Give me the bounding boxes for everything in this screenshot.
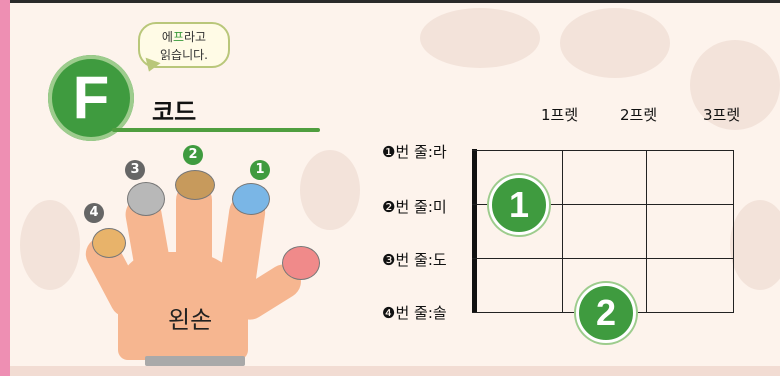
bubble-text-line2: 읽습니다. [160, 48, 208, 62]
dog-icon [175, 170, 215, 200]
chord-letter-badge: F [48, 55, 134, 141]
string-name-2: 번 줄:미 [395, 198, 447, 216]
bubble-text-highlight: 프 [172, 30, 184, 44]
pronunciation-bubble: 에프라고 읽습니다. [138, 22, 230, 68]
background-circle [560, 8, 670, 78]
string-line-3 [472, 258, 734, 259]
fret-label-2: 2프렛 [620, 106, 658, 124]
string-name-4: 번 줄:솔 [395, 304, 447, 322]
monkey-icon [92, 228, 126, 258]
string-number-2: ❷ [382, 198, 396, 216]
background-circle [690, 40, 780, 130]
fret-label-1: 1프렛 [541, 106, 579, 124]
string-line-2 [472, 204, 734, 205]
fret-line-1 [562, 150, 563, 312]
background-circle [300, 150, 360, 230]
chord-title: 코드 [152, 98, 197, 126]
string-number-1: ❶ [382, 143, 396, 161]
palm [118, 252, 248, 360]
left-border [0, 0, 10, 376]
string-label-2: ❷번 줄:미 [382, 196, 447, 217]
fret-line-3 [733, 150, 734, 312]
string-label-1: ❶번 줄:라 [382, 141, 447, 162]
sheep-icon [232, 183, 270, 215]
background-circle [730, 200, 780, 290]
fretboard-nut [472, 149, 477, 313]
bottom-band [10, 366, 780, 376]
string-name-1: 번 줄:라 [395, 143, 447, 161]
string-label-4: ❹번 줄:솔 [382, 302, 447, 323]
string-number-4: ❹ [382, 304, 396, 322]
string-name-3: 번 줄:도 [395, 251, 447, 269]
fret-label-3: 3프렛 [703, 106, 741, 124]
background-circle [20, 200, 80, 290]
string-line-1 [472, 150, 734, 151]
string-label-3: ❸번 줄:도 [382, 249, 447, 270]
hand-label: 왼손 [168, 306, 213, 334]
cat-icon [127, 182, 165, 216]
finger-dot-1: 1 [489, 175, 549, 235]
top-border [0, 0, 780, 3]
finger-number-4: 4 [84, 203, 104, 223]
finger-dot-2: 2 [576, 283, 636, 343]
finger-number-3: 3 [125, 160, 145, 180]
finger-number-1: 1 [250, 160, 270, 180]
string-number-3: ❸ [382, 251, 396, 269]
wrist-band [145, 356, 245, 366]
pig-icon [282, 246, 320, 280]
fret-line-2 [646, 150, 647, 312]
title-underline [112, 128, 320, 132]
background-circle [420, 8, 540, 68]
finger-number-2: 2 [183, 145, 203, 165]
bubble-text-a: 에 [161, 30, 173, 44]
bubble-text-c: 라고 [184, 30, 207, 44]
